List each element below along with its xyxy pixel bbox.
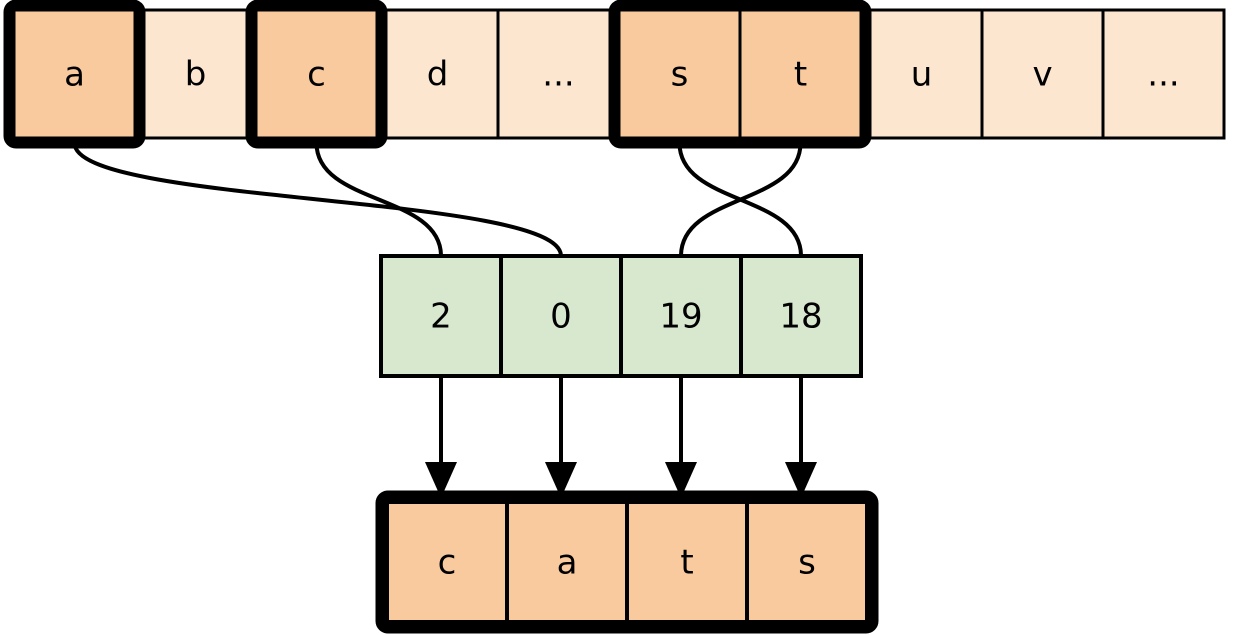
output-row-border (375, 490, 879, 634)
alphabet-cell-ellipsis-4[interactable] (496, 8, 621, 140)
selection-st[interactable] (608, 0, 872, 149)
alphabet-row: a b c d... s t u v... (12, 8, 1226, 140)
output-cell-label-c: c (438, 543, 457, 583)
alphabet-cell-v[interactable] (980, 8, 1105, 140)
connector-c-to-2 (314, 142, 443, 257)
alphabet-cell-label-c: c (307, 55, 326, 95)
index-cell-label-0: 0 (550, 297, 572, 337)
output-cell-label-a: a (557, 543, 578, 583)
index-cell-18[interactable] (739, 254, 863, 378)
output-cell-label-s: s (798, 543, 816, 583)
alphabet-cell-label-b: b (185, 55, 207, 95)
index-cell-label-19: 19 (659, 297, 702, 337)
output-cell-a[interactable] (505, 500, 629, 624)
alphabet-cell-c[interactable] (254, 8, 379, 140)
alphabet-cell-ellipsis-9[interactable] (1101, 8, 1226, 140)
alphabet-cell-label-ellipsis-4: ... (542, 55, 574, 95)
index-cell-19[interactable] (619, 254, 743, 378)
output-cell-t[interactable] (625, 500, 749, 624)
index-cell-label-2: 2 (430, 297, 452, 337)
alphabet-cell-label-s: s (671, 55, 689, 95)
alphabet-cell-label-d: d (427, 55, 449, 95)
alphabet-cell-b[interactable] (133, 8, 258, 140)
output-cell-s[interactable] (745, 500, 869, 624)
connector-a-to-0 (72, 142, 563, 257)
alphabet-cell-label-ellipsis-9: ... (1147, 55, 1179, 95)
alphabet-cell-label-v: v (1032, 55, 1052, 95)
connector-curves (72, 142, 803, 257)
connector-s-to-18 (677, 142, 803, 257)
arrow-group (425, 376, 817, 498)
index-cell-2[interactable] (379, 254, 503, 378)
index-cell-label-18: 18 (779, 297, 822, 337)
alphabet-cell-label-t: t (794, 55, 807, 95)
output-cell-label-t: t (680, 543, 693, 583)
alphabet-cell-label-u: u (911, 55, 933, 95)
output-row-outline (375, 490, 879, 634)
alphabet-cell-label-a: a (64, 55, 85, 95)
